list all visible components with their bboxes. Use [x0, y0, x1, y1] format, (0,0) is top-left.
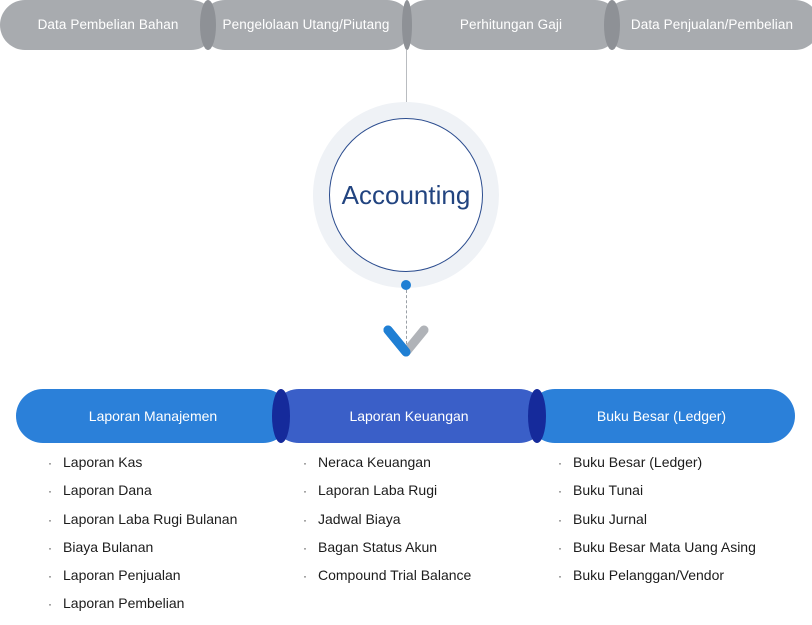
hub-connector-dot: [401, 280, 411, 290]
bullet-icon: ·: [48, 569, 52, 584]
list-item[interactable]: · Jadwal Biaya: [303, 512, 471, 540]
list-item[interactable]: · Buku Pelanggan/Vendor: [558, 568, 756, 596]
list-item[interactable]: · Neraca Keuangan: [303, 455, 471, 483]
category-pill-label: Laporan Manajemen: [88, 408, 218, 424]
list-item[interactable]: · Laporan Laba Rugi Bulanan: [48, 512, 237, 540]
list-item[interactable]: · Buku Jurnal: [558, 512, 756, 540]
category-pill-laporan-keuangan[interactable]: Laporan Keuangan: [272, 389, 546, 443]
category-pill-row: Laporan Manajemen Laporan Keuangan Buku …: [0, 389, 812, 443]
source-pill-perhitungan-gaji[interactable]: Perhitungan Gaji: [402, 0, 620, 50]
list-item[interactable]: · Laporan Penjualan: [48, 568, 237, 596]
accounting-hub: Accounting: [313, 102, 499, 288]
list-item[interactable]: · Bagan Status Akun: [303, 540, 471, 568]
connector-line-top: [406, 50, 407, 112]
bullet-icon: ·: [48, 484, 52, 499]
list-item[interactable]: · Biaya Bulanan: [48, 540, 237, 568]
source-pill-label: Data Penjualan/Pembelian: [630, 17, 794, 33]
list-item-label: Buku Tunai: [573, 482, 644, 499]
hub-inner-circle: Accounting: [329, 118, 483, 272]
bullet-icon: ·: [558, 540, 562, 555]
source-pill-label: Data Pembelian Bahan: [37, 17, 179, 33]
bullet-icon: ·: [558, 484, 562, 499]
bullet-icon: ·: [558, 512, 562, 527]
list-item[interactable]: · Laporan Dana: [48, 483, 237, 511]
chevron-down-icon: [383, 325, 429, 357]
list-item[interactable]: · Laporan Pembelian: [48, 596, 237, 624]
bullet-icon: ·: [303, 569, 307, 584]
list-item-label: Buku Pelanggan/Vendor: [573, 567, 725, 584]
list-item-label: Buku Jurnal: [573, 510, 647, 527]
bullet-icon: ·: [558, 456, 562, 470]
bullet-icon: ·: [48, 512, 52, 527]
list-item[interactable]: · Laporan Laba Rugi: [303, 483, 471, 511]
category-pill-laporan-manajemen[interactable]: Laporan Manajemen: [16, 389, 290, 443]
list-item-label: Jadwal Biaya: [318, 510, 401, 527]
bullet-icon: ·: [303, 512, 307, 527]
list-item-label: Buku Besar Mata Uang Asing: [573, 538, 756, 555]
source-pill-data-penjualan-pembelian[interactable]: Data Penjualan/Pembelian: [604, 0, 812, 50]
connector-line-dashed: [405, 290, 407, 344]
list-item-label: Laporan Laba Rugi Bulanan: [63, 510, 238, 527]
list-item[interactable]: · Buku Besar Mata Uang Asing: [558, 540, 756, 568]
list-item-label: Laporan Pembelian: [63, 595, 185, 612]
list-item-label: Neraca Keuangan: [318, 454, 431, 470]
list-item-label: Buku Besar (Ledger): [573, 454, 703, 470]
source-pill-row: Data Pembelian Bahan Pengelolaan Utang/P…: [0, 0, 812, 50]
list-item-label: Bagan Status Akun: [318, 538, 438, 555]
list-item[interactable]: · Compound Trial Balance: [303, 568, 471, 596]
category-pill-label: Laporan Keuangan: [349, 408, 469, 424]
source-pill-data-pembelian-bahan[interactable]: Data Pembelian Bahan: [0, 0, 216, 50]
bullet-icon: ·: [303, 540, 307, 555]
category-pill-buku-besar-ledger[interactable]: Buku Besar (Ledger): [528, 389, 795, 443]
item-list-laporan-manajemen: · Laporan Kas · Laporan Dana · Laporan L…: [48, 455, 237, 625]
source-pill-pengelolaan-utang-piutang[interactable]: Pengelolaan Utang/Piutang: [200, 0, 412, 50]
bullet-icon: ·: [48, 456, 52, 470]
bullet-icon: ·: [303, 484, 307, 499]
list-item-label: Compound Trial Balance: [318, 567, 472, 584]
list-item-label: Laporan Dana: [63, 482, 152, 499]
list-item-label: Biaya Bulanan: [63, 538, 154, 555]
list-item[interactable]: · Buku Tunai: [558, 483, 756, 511]
hub-label: Accounting: [341, 180, 471, 210]
category-item-lists: · Laporan Kas · Laporan Dana · Laporan L…: [0, 455, 812, 619]
list-item-label: Laporan Penjualan: [63, 567, 181, 584]
item-list-laporan-keuangan: · Neraca Keuangan · Laporan Laba Rugi · …: [303, 455, 471, 596]
source-pill-label: Perhitungan Gaji: [459, 17, 563, 33]
source-pill-label: Pengelolaan Utang/Piutang: [222, 17, 390, 33]
bullet-icon: ·: [48, 597, 52, 612]
list-item-label: Laporan Kas: [63, 454, 143, 470]
bullet-icon: ·: [558, 569, 562, 584]
bullet-icon: ·: [303, 456, 307, 470]
item-list-buku-besar-ledger: · Buku Besar (Ledger) · Buku Tunai · Buk…: [558, 455, 756, 596]
list-item[interactable]: · Buku Besar (Ledger): [558, 455, 756, 483]
list-item-label: Laporan Laba Rugi: [318, 482, 438, 499]
category-pill-label: Buku Besar (Ledger): [596, 408, 727, 424]
bullet-icon: ·: [48, 540, 52, 555]
list-item[interactable]: · Laporan Kas: [48, 455, 237, 483]
